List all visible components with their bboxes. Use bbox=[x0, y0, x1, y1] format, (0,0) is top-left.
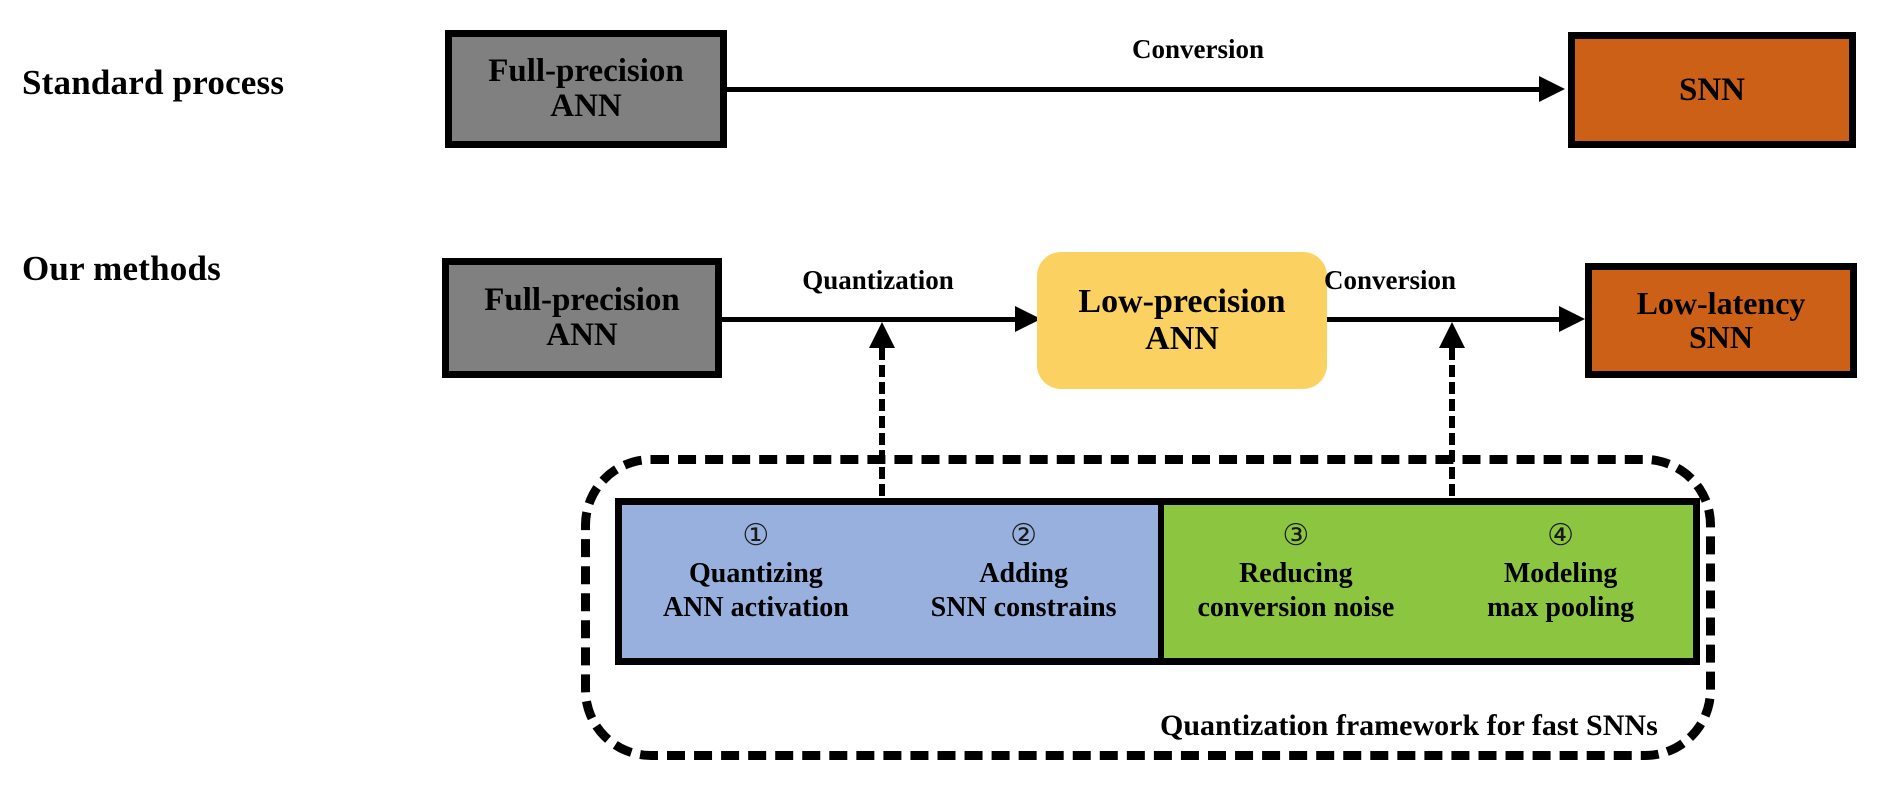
box-standard-snn-line1: SNN bbox=[1678, 71, 1746, 108]
framework-item-1-number: ① bbox=[742, 519, 770, 552]
box-low-latency-snn: Low-latency SNN bbox=[1585, 263, 1857, 378]
box-low-latency-snn-line2: SNN bbox=[1688, 318, 1753, 355]
framework-item-1-line2: ANN activation bbox=[662, 591, 849, 623]
framework-item-3-number: ③ bbox=[1282, 519, 1310, 552]
dashed-arrow-to-conversion-line bbox=[1449, 348, 1455, 496]
framework-item-1-line1: Quantizing bbox=[688, 558, 823, 589]
box-low-precision-ann-line1: Low-precision bbox=[1078, 283, 1286, 321]
box-standard-full-precision-ann: Full-precision ANN bbox=[445, 30, 727, 148]
arrow-conversion-line bbox=[1327, 317, 1559, 322]
arrow-standard-conversion-line bbox=[727, 87, 1539, 92]
framework-strip: ① Quantizing ANN activation ② Adding SNN… bbox=[615, 498, 1700, 665]
dashed-arrow-to-quantization-head bbox=[869, 322, 895, 348]
framework-dashed-container bbox=[581, 455, 1715, 760]
framework-item-3[interactable]: ③ Reducing conversion noise bbox=[1164, 505, 1429, 658]
framework-item-2[interactable]: ② Adding SNN constrains bbox=[890, 505, 1158, 658]
framework-item-4[interactable]: ④ Modeling max pooling bbox=[1428, 505, 1693, 658]
row-label-our-methods: Our methods bbox=[22, 249, 221, 288]
framework-item-2-number: ② bbox=[1010, 519, 1038, 552]
box-low-precision-ann-line2: ANN bbox=[1145, 319, 1219, 357]
framework-group-blue: ① Quantizing ANN activation ② Adding SNN… bbox=[622, 505, 1158, 658]
row-label-standard-process: Standard process bbox=[22, 63, 285, 102]
framework-item-4-line2: max pooling bbox=[1487, 591, 1635, 623]
framework-item-4-line1: Modeling bbox=[1503, 558, 1618, 589]
arrow-quantization-line bbox=[722, 317, 1015, 322]
box-low-precision-ann: Low-precision ANN bbox=[1037, 252, 1327, 389]
arrow-label-conversion: Conversion bbox=[1323, 265, 1456, 295]
framework-item-2-line2: SNN constrains bbox=[930, 591, 1117, 623]
framework-item-2-line1: Adding bbox=[979, 558, 1068, 589]
dashed-arrow-to-conversion-head bbox=[1439, 322, 1465, 348]
box-ours-full-precision-ann: Full-precision ANN bbox=[442, 258, 722, 378]
framework-item-3-line1: Reducing bbox=[1239, 558, 1353, 589]
arrow-quantization-head bbox=[1015, 306, 1041, 332]
box-ours-full-precision-ann-line2: ANN bbox=[546, 317, 618, 353]
dashed-arrow-to-quantization-line bbox=[879, 348, 885, 496]
box-standard-snn: SNN bbox=[1568, 32, 1856, 148]
framework-item-3-line2: conversion noise bbox=[1197, 591, 1395, 623]
arrow-label-quantization: Quantization bbox=[802, 265, 954, 295]
arrow-label-standard-conversion: Conversion bbox=[1131, 34, 1264, 64]
framework-group-green: ③ Reducing conversion noise ④ Modeling m… bbox=[1157, 505, 1693, 658]
framework-caption: Quantization framework for fast SNNs bbox=[1160, 709, 1658, 742]
box-standard-full-precision-ann-line1: Full-precision bbox=[488, 53, 684, 90]
box-low-latency-snn-line1: Low-latency bbox=[1636, 284, 1806, 321]
framework-item-1[interactable]: ① Quantizing ANN activation bbox=[622, 505, 890, 658]
framework-item-4-number: ④ bbox=[1547, 519, 1575, 552]
arrow-standard-conversion-head bbox=[1539, 76, 1565, 102]
arrow-conversion-head bbox=[1559, 306, 1585, 332]
box-ours-full-precision-ann-line1: Full-precision bbox=[484, 282, 680, 319]
box-standard-full-precision-ann-line2: ANN bbox=[550, 88, 622, 124]
